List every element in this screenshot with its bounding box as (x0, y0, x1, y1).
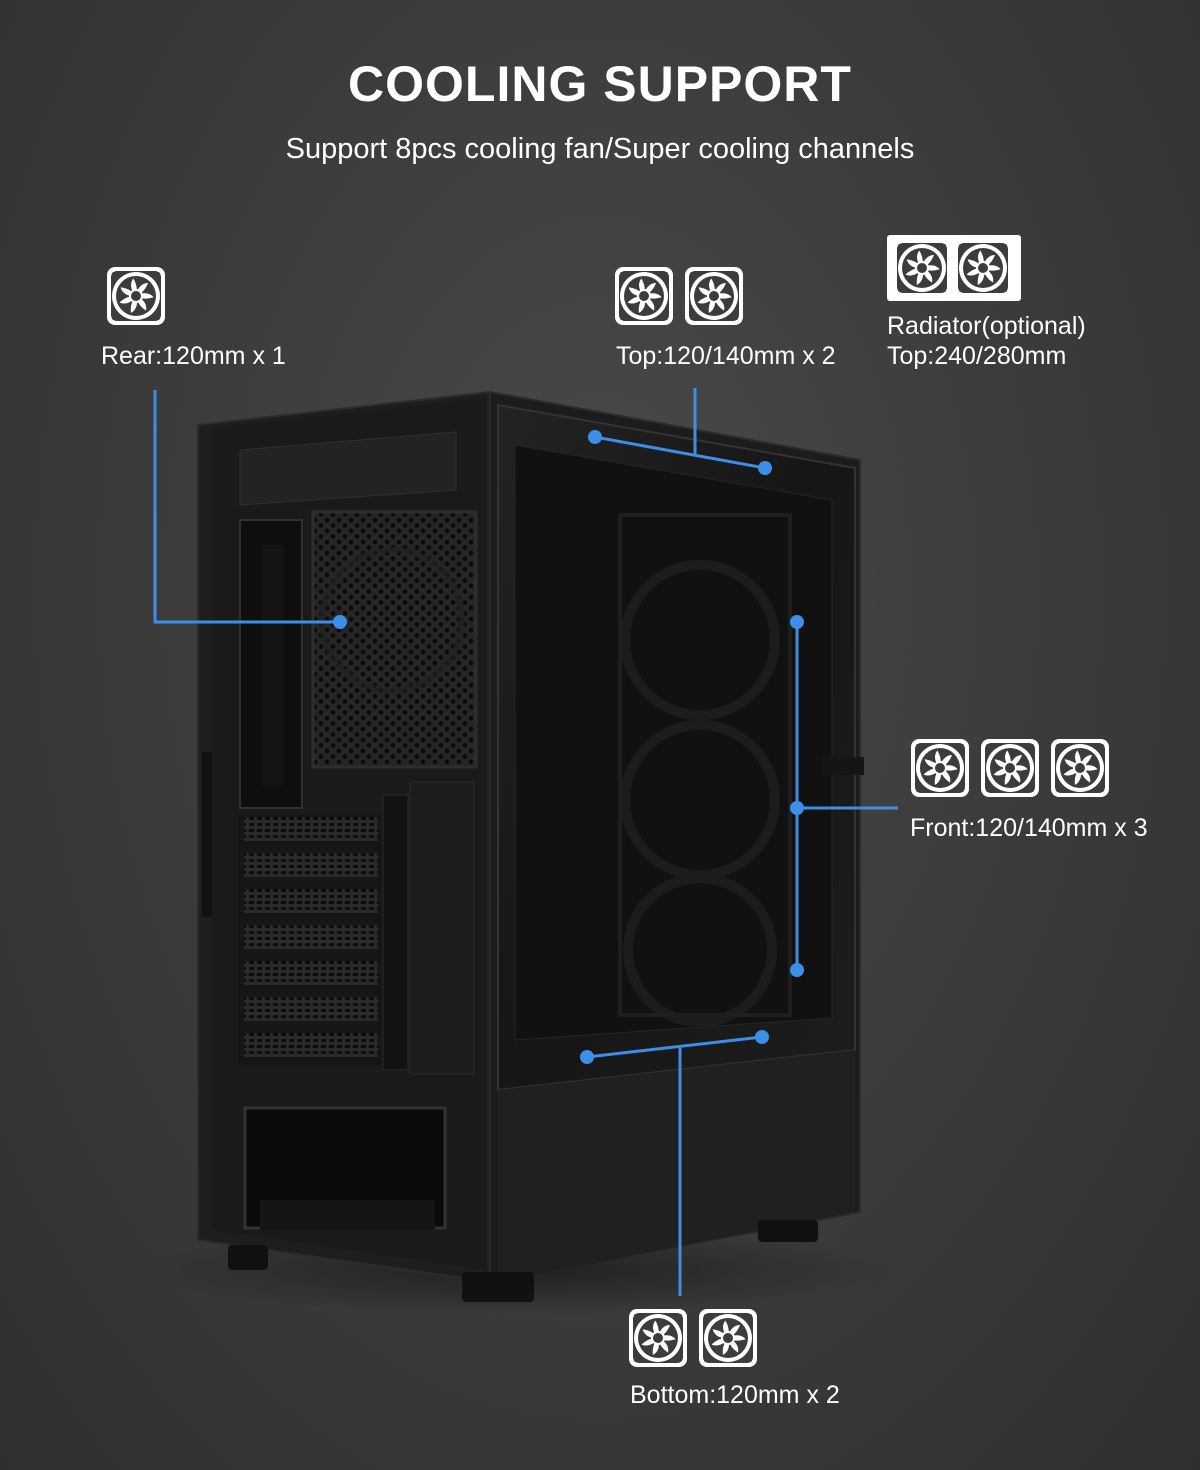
page-title: COOLING SUPPORT (348, 56, 852, 112)
top-fan-icons (614, 266, 744, 326)
bottom-label: Bottom:120mm x 2 (630, 1381, 840, 1409)
fan-icon (1050, 738, 1110, 798)
fan-icon (698, 1308, 758, 1368)
fan-icon (628, 1308, 688, 1368)
callout-dots (333, 430, 804, 1064)
rear-label: Rear:120mm x 1 (101, 342, 286, 370)
fan-icon (953, 238, 1013, 298)
radiator-label: Radiator(optional) (887, 312, 1086, 340)
fan-icon (892, 238, 952, 298)
fan-icon (910, 738, 970, 798)
page-subtitle: Support 8pcs cooling fan/Super cooling c… (285, 133, 915, 165)
radiator-icon (887, 235, 1021, 301)
front-fan-icons (910, 738, 1110, 798)
bottom-fan-icons (628, 1308, 758, 1368)
fan-icon (980, 738, 1040, 798)
fan-icon (684, 266, 744, 326)
fan-icon (106, 266, 166, 326)
top-label: Top:120/140mm x 2 (616, 342, 836, 370)
callout-lines (153, 388, 898, 1296)
rear-fan-icons (106, 266, 166, 326)
fan-icon (614, 266, 674, 326)
front-label: Front:120/140mm x 3 (910, 814, 1148, 842)
radiator-size-label: Top:240/280mm (887, 342, 1067, 370)
